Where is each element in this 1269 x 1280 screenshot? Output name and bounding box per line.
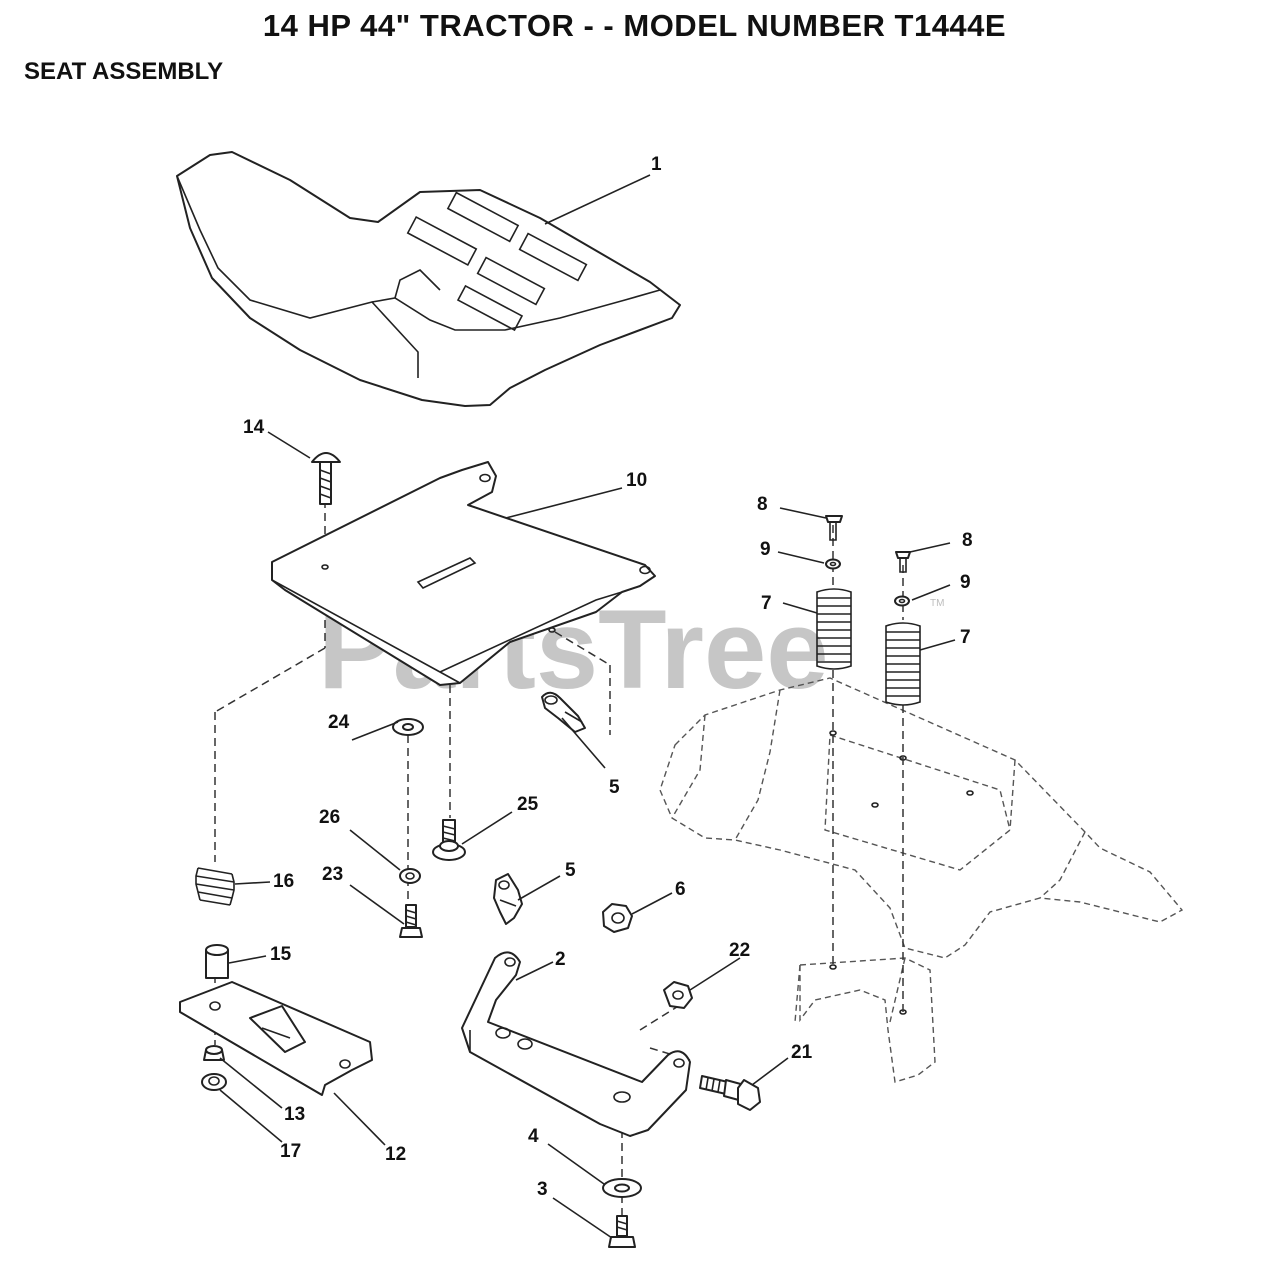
hex-nut-6 (602, 903, 633, 933)
callout-14: 14 (243, 417, 265, 438)
spring-16 (195, 867, 235, 906)
flat-washer-4 (602, 1178, 642, 1198)
screw-8-left (825, 515, 843, 541)
washer-9-right (894, 595, 910, 607)
seat-clip-lower (493, 873, 523, 925)
callout-15: 15 (270, 944, 292, 965)
callout-7-right: 7 (960, 627, 971, 648)
hex-bolt-23 (399, 904, 423, 938)
callout-6: 6 (675, 879, 686, 900)
callout-21: 21 (791, 1042, 813, 1063)
nut-13 (203, 1045, 225, 1061)
diagram-title: 14 HP 44" TRACTOR - - MODEL NUMBER T1444… (262, 8, 1007, 43)
callout-17: 17 (280, 1141, 301, 1162)
flat-washer-24 (392, 718, 424, 736)
flange-nut-17 (201, 1073, 227, 1091)
callout-12: 12 (385, 1144, 406, 1165)
spacer-15 (205, 944, 229, 979)
callout-10: 10 (626, 470, 647, 491)
watermark-trademark: TM (930, 598, 944, 609)
callout-5-lower: 5 (565, 860, 576, 881)
callout-24: 24 (328, 712, 350, 733)
callout-8-right: 8 (962, 530, 973, 551)
callout-leaders (219, 174, 956, 1239)
carriage-bolt (311, 452, 341, 505)
spring-7-left (816, 588, 852, 670)
shoulder-bolt-25 (432, 819, 466, 861)
washer-9-left (825, 558, 841, 570)
callout-26: 26 (319, 807, 340, 828)
callout-4: 4 (528, 1126, 539, 1147)
nut-22 (663, 981, 693, 1009)
hex-bolt-3 (608, 1215, 636, 1248)
callout-7-left: 7 (761, 593, 772, 614)
section-title: SEAT ASSEMBLY (24, 58, 224, 85)
screw-8-right (895, 551, 911, 573)
callout-3: 3 (537, 1179, 548, 1200)
callout-9-right: 9 (960, 572, 971, 593)
callout-1: 1 (651, 154, 662, 175)
callout-23: 23 (322, 864, 343, 885)
tractor-frame-outline (659, 677, 1184, 1083)
lock-washer-26 (399, 868, 421, 884)
callout-9-left: 9 (760, 539, 771, 560)
callout-8-left: 8 (757, 494, 768, 515)
callout-labels: 1 14 10 8 8 9 9 7 7 5 24 25 26 23 5 6 16… (243, 154, 973, 1200)
callout-22: 22 (729, 940, 750, 961)
callout-5-upper: 5 (609, 777, 620, 798)
shoulder-bolt-21 (699, 1075, 761, 1111)
seat-pan (271, 461, 656, 686)
callout-13: 13 (284, 1104, 305, 1125)
seat-bracket (461, 951, 691, 1137)
callout-25: 25 (517, 794, 539, 815)
seat (176, 151, 681, 407)
callout-16: 16 (273, 871, 294, 892)
spring-7-right (885, 622, 921, 706)
callout-2: 2 (555, 949, 566, 970)
seat-adjust-plate (179, 981, 373, 1096)
